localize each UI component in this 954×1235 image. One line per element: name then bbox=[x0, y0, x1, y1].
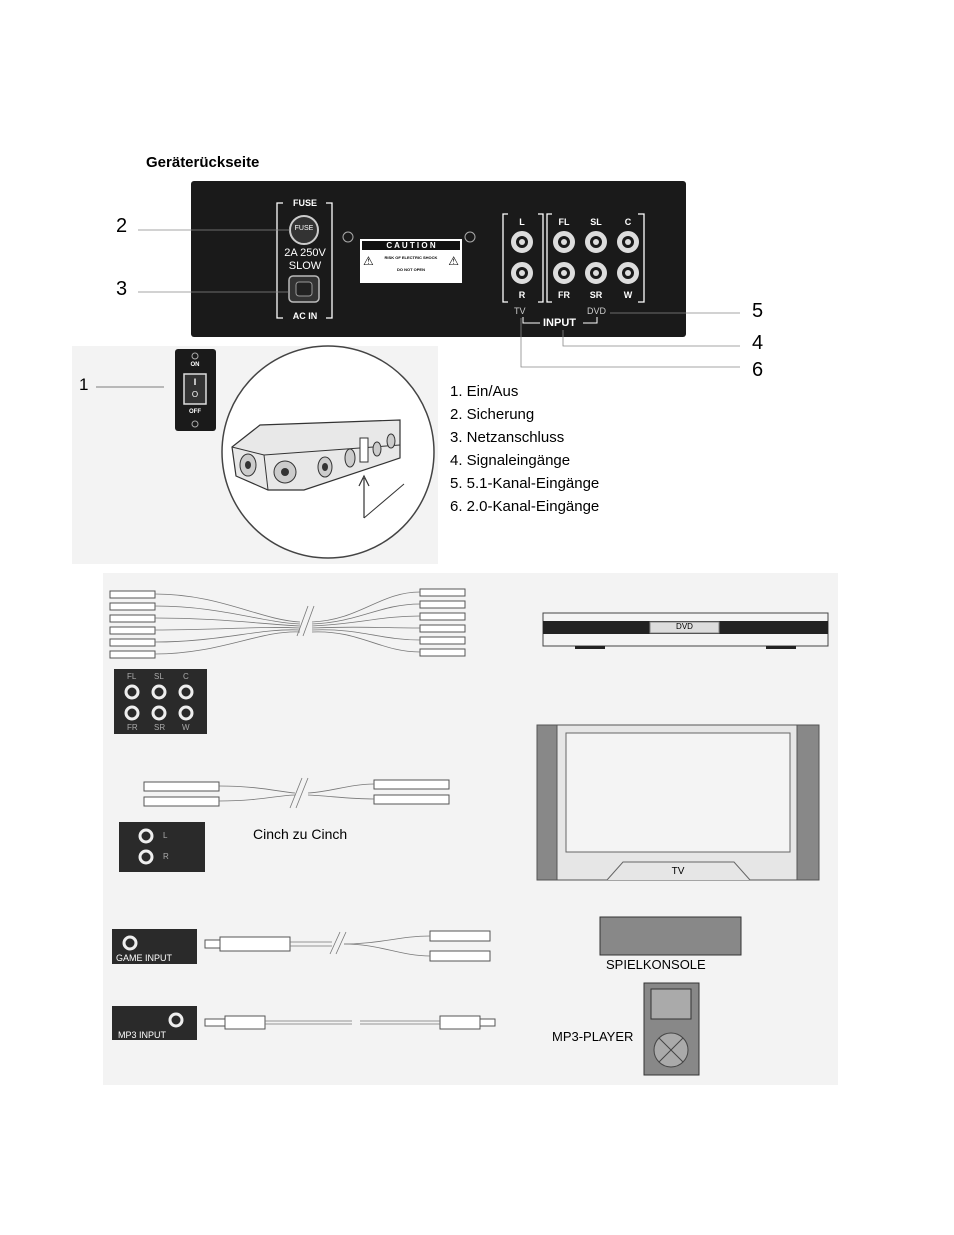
label-L: L bbox=[519, 217, 525, 227]
legend-item: 4. Signaleingänge bbox=[450, 452, 571, 469]
ac-in-label: AC IN bbox=[292, 311, 318, 321]
legend-item: 5. 5.1-Kanal-Eingänge bbox=[450, 475, 600, 492]
fuse-rating: 2A 250V bbox=[284, 247, 326, 259]
jack-L bbox=[511, 231, 533, 253]
jack-FR bbox=[553, 262, 575, 284]
mini-51-panel bbox=[114, 669, 207, 734]
mini-SR: SR bbox=[154, 723, 166, 732]
tv-label: TV bbox=[671, 866, 685, 877]
dvd-label: DVD bbox=[676, 622, 693, 631]
mini-W: W bbox=[182, 723, 190, 732]
label-R: R bbox=[518, 290, 526, 300]
jack-SR bbox=[585, 262, 607, 284]
switch-on-label: ON bbox=[190, 362, 200, 368]
page-heading: Geräterückseite bbox=[146, 154, 260, 171]
label-FR: FR bbox=[558, 290, 570, 300]
caution-label: C A U T I O N ⚠ ⚠ RISK OF ELECTRIC SHOCK… bbox=[360, 239, 462, 283]
callout-6: 6 bbox=[752, 359, 764, 381]
spielkonsole-label: SPIELKONSOLE bbox=[606, 957, 706, 972]
caution-line1: RISK OF ELECTRIC SHOCK bbox=[384, 255, 438, 260]
mini-R: R bbox=[163, 852, 169, 861]
legend-list: 1. Ein/Aus 2. Sicherung 3. Netzanschluss… bbox=[450, 380, 599, 518]
mini-C: C bbox=[183, 672, 189, 681]
jack-SL bbox=[585, 231, 607, 253]
mini-FR: FR bbox=[127, 723, 138, 732]
mp3-player-label: MP3-PLAYER bbox=[552, 1029, 634, 1044]
callout-1: 1 bbox=[79, 375, 89, 394]
legend-item: 1. Ein/Aus bbox=[450, 383, 519, 400]
label-SR: SR bbox=[589, 290, 603, 300]
switch-off-label: OFF bbox=[189, 409, 201, 415]
label-dvd: DVD bbox=[587, 306, 607, 316]
legend-item: 2. Sicherung bbox=[450, 406, 535, 423]
label-W: W bbox=[623, 290, 633, 300]
callout-2: 2 bbox=[116, 215, 128, 237]
switch-o-label: O bbox=[191, 390, 199, 399]
callout-4: 4 bbox=[752, 332, 764, 354]
callout-5: 5 bbox=[752, 300, 764, 322]
mini-FL: FL bbox=[127, 672, 137, 681]
warning-triangle-icon: ⚠ bbox=[363, 254, 374, 268]
rocker-switch bbox=[183, 373, 207, 405]
game-console bbox=[599, 916, 742, 956]
fuse-label: FUSE bbox=[292, 198, 317, 208]
jack-FL bbox=[553, 231, 575, 253]
cinch-caption: Cinch zu Cinch bbox=[253, 826, 348, 842]
legend-item: 6. 2.0-Kanal-Eingänge bbox=[450, 498, 600, 515]
fuse-slow: SLOW bbox=[288, 260, 322, 272]
caution-line2: DO NOT OPEN bbox=[396, 267, 425, 272]
label-C: C bbox=[624, 217, 632, 227]
label-tv: TV bbox=[514, 306, 526, 316]
legend-item: 3. Netzanschluss bbox=[450, 429, 565, 446]
jack-R bbox=[511, 262, 533, 284]
mini-L: L bbox=[163, 831, 168, 840]
mini-SL: SL bbox=[154, 672, 164, 681]
mini-20-panel bbox=[119, 822, 205, 872]
label-input: INPUT bbox=[543, 317, 576, 329]
mp3-input-label: MP3 INPUT bbox=[118, 1030, 167, 1040]
switch-i-label: I bbox=[193, 377, 197, 387]
game-input-label: GAME INPUT bbox=[116, 953, 173, 963]
jack-C bbox=[617, 231, 639, 253]
jack-W bbox=[617, 262, 639, 284]
label-SL: SL bbox=[590, 217, 602, 227]
label-FL: FL bbox=[558, 217, 570, 227]
fuse-inner-label: FUSE bbox=[294, 225, 314, 232]
caution-title: C A U T I O N bbox=[362, 241, 460, 250]
warning-exclamation-icon: ⚠ bbox=[448, 254, 459, 268]
callout-3: 3 bbox=[116, 278, 128, 300]
